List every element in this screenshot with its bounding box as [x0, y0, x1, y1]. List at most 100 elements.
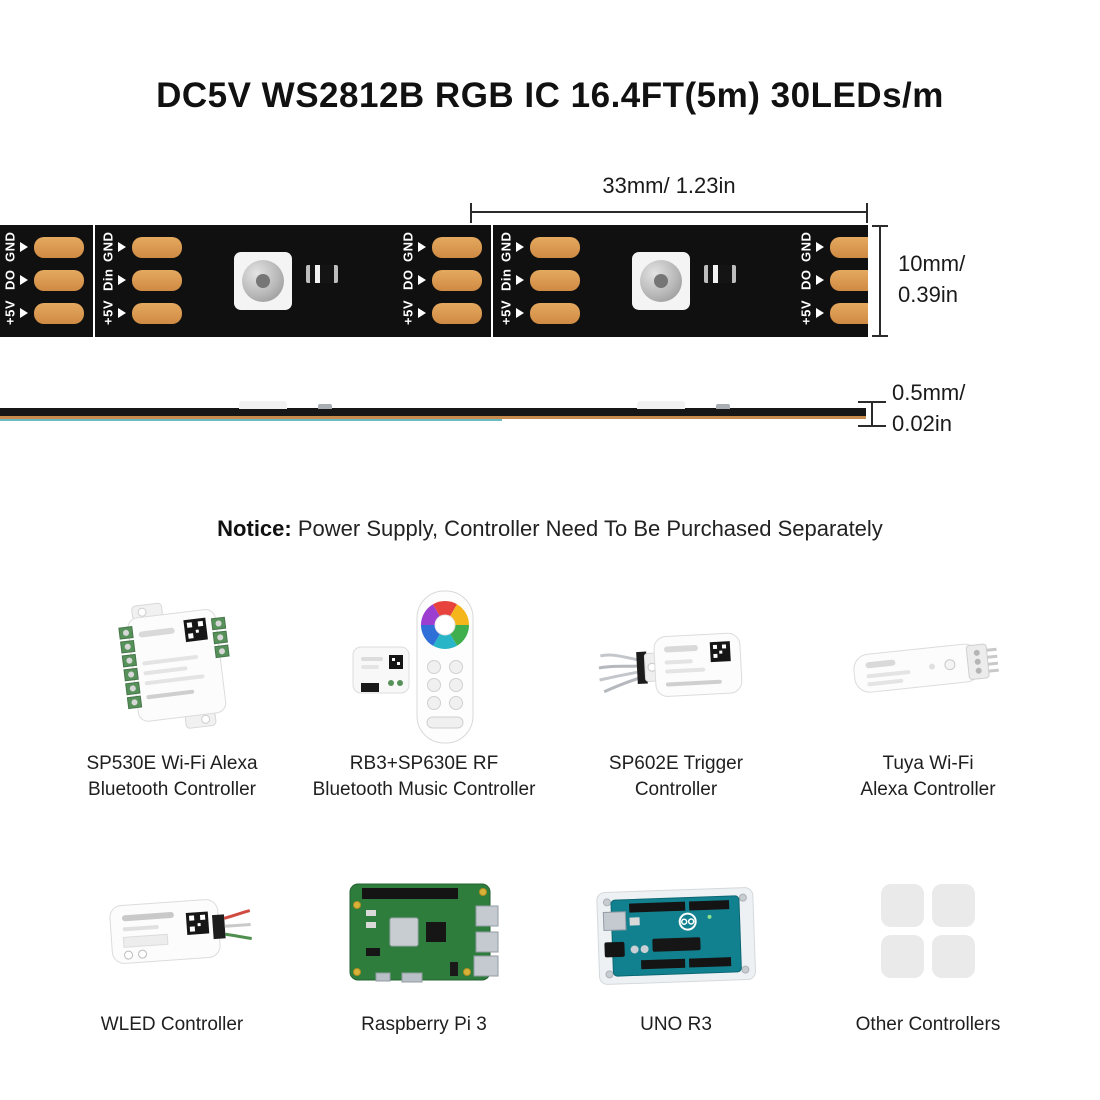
signal-label: GND — [2, 231, 18, 263]
dimension-width-label: 10mm/ 0.39in — [898, 251, 966, 307]
page-title: DC5V WS2812B RGB IC 16.4FT(5m) 30LEDs/m — [156, 76, 944, 115]
arrow-right-icon — [118, 242, 126, 252]
other-controllers-grid-icon — [881, 884, 975, 978]
solder-pad — [132, 303, 182, 324]
product-label: Other Controllers — [855, 1014, 1001, 1035]
product-label: SP530E Wi-Fi Alexa Bluetooth Controller — [86, 753, 258, 800]
arrow-right-icon — [20, 242, 28, 252]
solder-pad — [34, 303, 84, 324]
product-cell-other: Other Controllers — [802, 850, 1054, 1038]
product-image-wrap — [298, 583, 550, 751]
product-cell-tuya: Tuya Wi-Fi Alexa Controller — [802, 583, 1054, 802]
led-side-profile — [239, 401, 287, 409]
arrow-right-icon — [20, 308, 28, 318]
led-strip-top-view: GND DO +5V GND Din +5V GND DO +5V GND D — [0, 225, 868, 337]
signal-label: GND — [100, 231, 116, 263]
notice-text: Notice: Power Supply, Controller Need To… — [0, 516, 1100, 542]
sp602e-controller-image — [598, 632, 743, 697]
dimension-width-line — [879, 226, 881, 336]
arrow-right-icon — [418, 242, 426, 252]
signal-label: +5V — [100, 300, 116, 326]
arrow-right-icon — [816, 308, 824, 318]
arrow-right-icon — [516, 308, 524, 318]
signal-label: Din — [100, 268, 116, 292]
signal-label: DO — [798, 269, 814, 291]
led-chip — [234, 252, 292, 310]
notice-prefix: Notice: — [217, 516, 292, 541]
arrow-right-icon — [118, 308, 126, 318]
solder-pad — [132, 237, 182, 258]
product-image-wrap — [550, 583, 802, 751]
pad-group-input: GND Din +5V — [498, 225, 584, 337]
product-cell-rb3-sp630e: RB3+SP630E RF Bluetooth Music Controller — [298, 583, 550, 802]
uno-r3-image — [596, 887, 756, 985]
solder-pad — [530, 237, 580, 258]
tuya-controller-image — [853, 643, 999, 693]
dimension-tick — [872, 335, 888, 337]
arrow-right-icon — [516, 242, 524, 252]
strip-side-adhesive — [0, 416, 866, 419]
product-image-wrap — [46, 850, 298, 1012]
product-cell-uno-r3: UNO R3 — [550, 850, 802, 1038]
signal-label: +5V — [400, 300, 416, 326]
solder-pad — [530, 303, 580, 324]
solder-pad — [830, 237, 868, 258]
raspberry-pi-image — [349, 883, 499, 983]
resistor-side-profile — [318, 404, 332, 409]
product-image-wrap — [46, 583, 298, 751]
product-image-wrap — [298, 850, 550, 1012]
sp530e-controller-image — [118, 602, 230, 729]
solder-pad — [132, 270, 182, 291]
led-strip-side-view — [0, 401, 866, 421]
signal-label: +5V — [798, 300, 814, 326]
signal-label: DO — [400, 269, 416, 291]
cut-line — [491, 225, 493, 337]
dimension-pitch-label: 33mm/ 1.23in — [602, 173, 736, 198]
solder-pad — [432, 303, 482, 324]
signal-label: Din — [498, 268, 514, 292]
arrow-right-icon — [516, 275, 524, 285]
dimension-tick — [858, 401, 886, 403]
dimension-tick — [470, 203, 472, 223]
signal-label: GND — [400, 231, 416, 263]
signal-label: GND — [498, 231, 514, 263]
signal-label: +5V — [2, 300, 18, 326]
arrow-right-icon — [418, 275, 426, 285]
pad-group-output: GND DO +5V — [2, 225, 88, 337]
product-image-wrap — [550, 850, 802, 1012]
arrow-right-icon — [816, 242, 824, 252]
rb3-sp630e-remote-image — [352, 590, 474, 744]
arrow-right-icon — [418, 308, 426, 318]
resistor — [704, 265, 736, 283]
solder-pad — [34, 237, 84, 258]
pad-group-input: GND Din +5V — [100, 225, 186, 337]
product-cell-wled: WLED Controller — [46, 850, 298, 1038]
arrow-right-icon — [118, 275, 126, 285]
cut-line — [93, 225, 95, 337]
signal-label: GND — [798, 231, 814, 263]
dimension-pitch-line — [470, 211, 868, 213]
led-side-profile — [637, 401, 685, 409]
product-image-wrap — [802, 850, 1054, 1012]
led-chip — [632, 252, 690, 310]
product-label: UNO R3 — [640, 1014, 712, 1035]
strip-side-liner — [0, 419, 503, 421]
dimension-thickness-line — [871, 403, 873, 425]
product-cell-sp602e: SP602E Trigger Controller — [550, 583, 802, 802]
signal-label: DO — [2, 269, 18, 291]
solder-pad — [830, 303, 868, 324]
arrow-right-icon — [20, 275, 28, 285]
product-label: Tuya Wi-Fi Alexa Controller — [860, 753, 996, 800]
solder-pad — [530, 270, 580, 291]
product-label: RB3+SP630E RF Bluetooth Music Controller — [312, 753, 536, 800]
arrow-right-icon — [816, 275, 824, 285]
notice-body: Power Supply, Controller Need To Be Purc… — [291, 516, 883, 541]
product-label: WLED Controller — [100, 1014, 244, 1035]
resistor-side-profile — [716, 404, 730, 409]
product-label: SP602E Trigger Controller — [608, 753, 744, 800]
dimension-thickness-label: 0.5mm/ 0.02in — [892, 380, 966, 436]
solder-pad — [432, 270, 482, 291]
signal-label: +5V — [498, 300, 514, 326]
product-label: Raspberry Pi 3 — [361, 1014, 487, 1035]
solder-pad — [830, 270, 868, 291]
